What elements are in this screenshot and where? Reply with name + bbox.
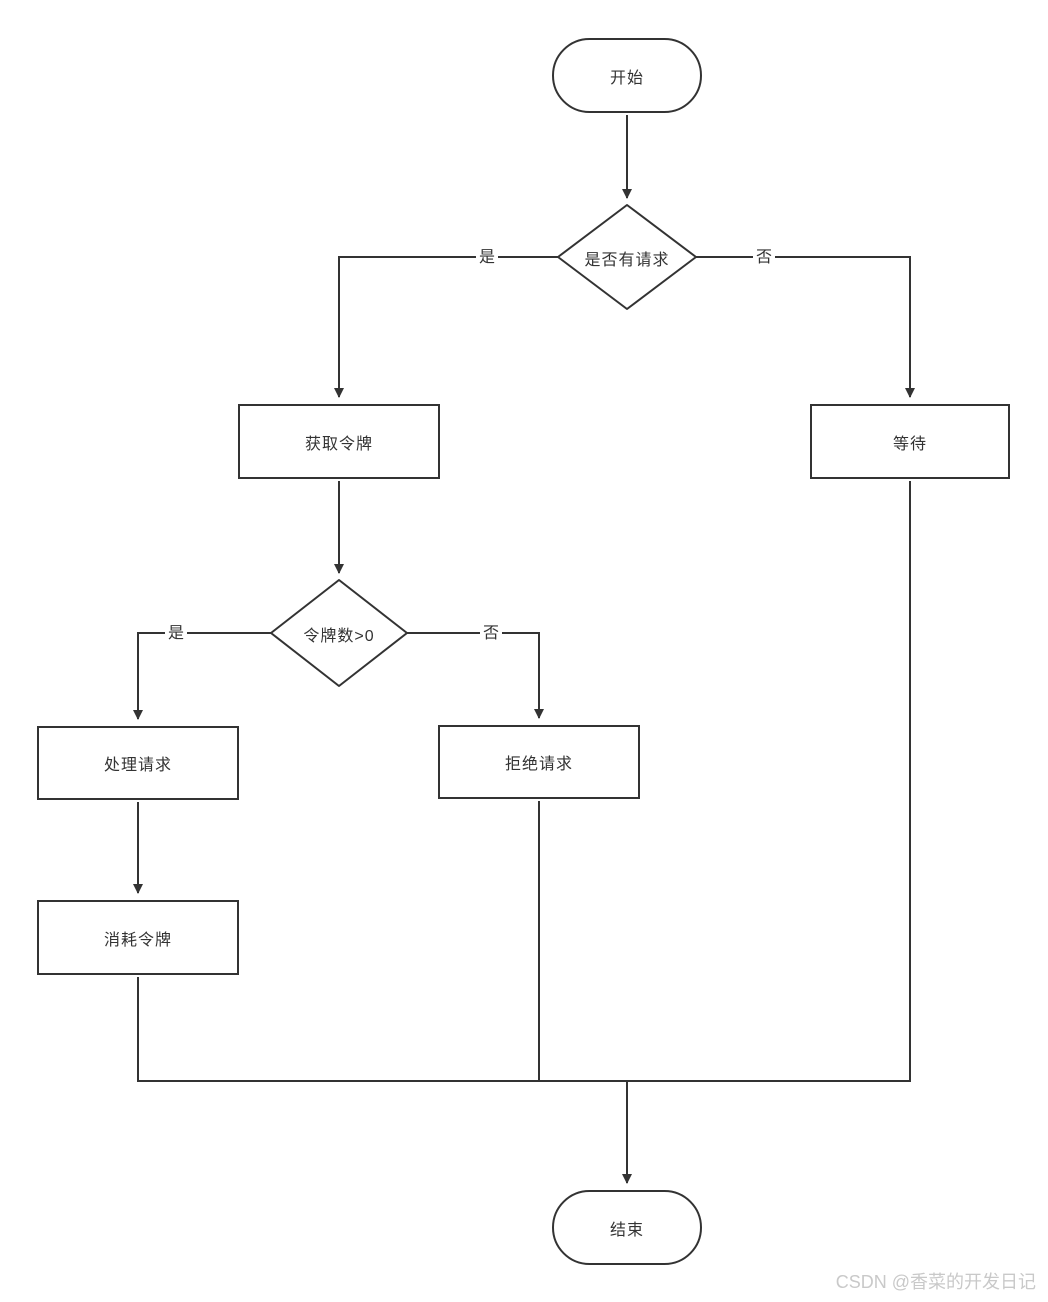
node-wait: 等待 [810, 404, 1010, 479]
node-get-token: 获取令牌 [238, 404, 440, 479]
edge-consume-token-to-merge [137, 977, 627, 1082]
edge-token-no-to-reject-request [407, 632, 544, 719]
edge-label-token-gt-zero-no: 否 [479, 625, 503, 643]
edge-label-has-request-no: 否 [752, 249, 776, 267]
edge-label-has-request-yes: 是 [475, 249, 499, 267]
node-end: 结束 [552, 1190, 702, 1265]
decision-has-request-label: 是否有请求 [584, 252, 670, 269]
decision-token-gt-zero-shape [270, 579, 408, 687]
edge-wait-to-merge [627, 481, 911, 1082]
node-reject-request: 拒绝请求 [438, 725, 640, 799]
csdn-watermark: CSDN @香菜的开发日记 [835, 1272, 1036, 1292]
edge-has-request-yes-to-get-token [334, 256, 558, 398]
node-consume-token: 消耗令牌 [37, 900, 239, 975]
node-start: 开始 [552, 38, 702, 113]
edge-label-token-gt-zero-yes: 是 [164, 625, 188, 643]
decision-token-gt-zero-label: 令牌数>0 [303, 628, 375, 645]
node-process-request: 处理请求 [37, 726, 239, 800]
decision-has-request-shape [557, 204, 697, 310]
edge-token-yes-to-process-request [133, 632, 271, 720]
edge-has-request-no-to-wait [696, 256, 915, 398]
